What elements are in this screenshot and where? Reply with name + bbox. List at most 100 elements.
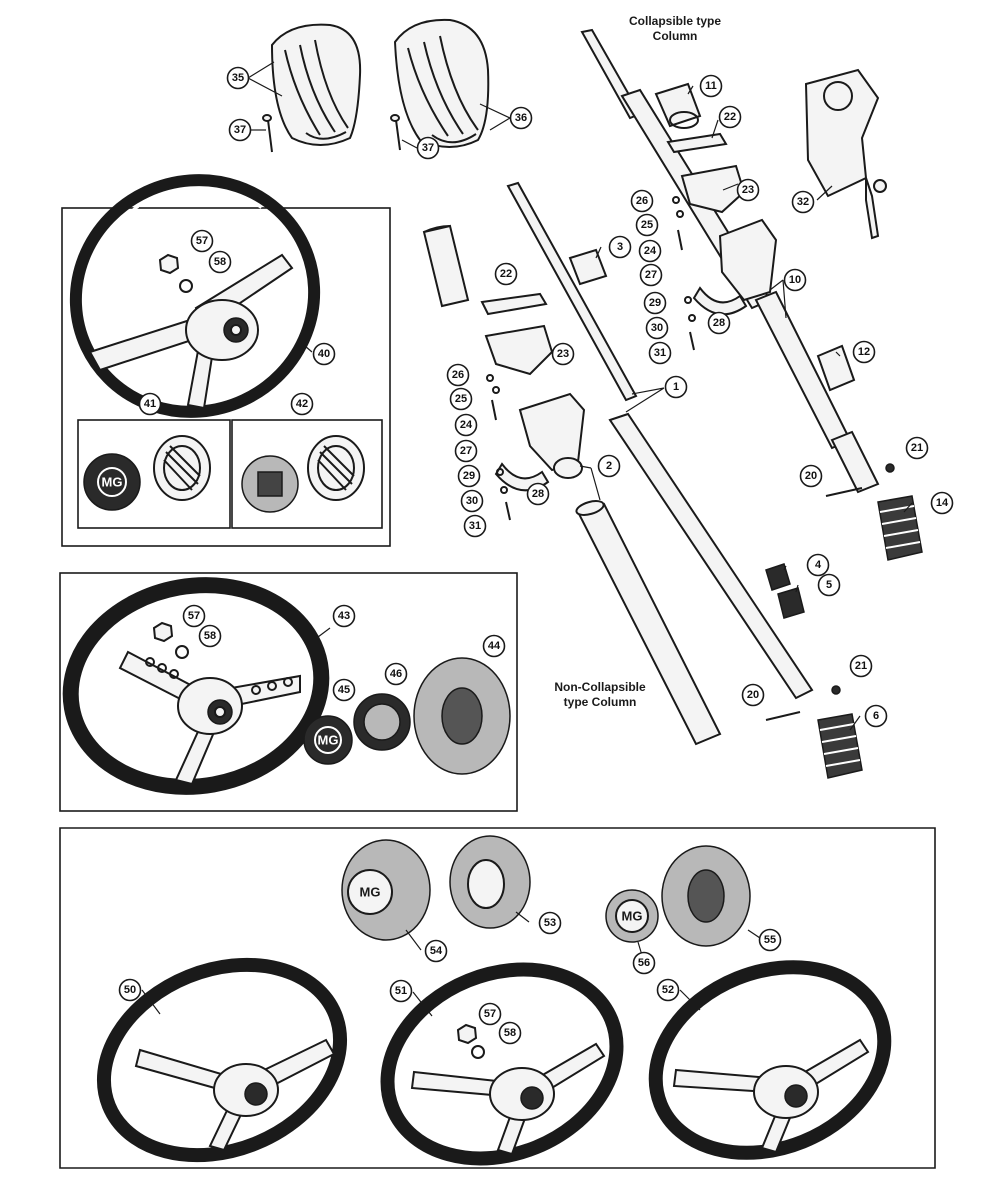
callout-22-right: 22 — [718, 105, 742, 129]
svg-text:20: 20 — [747, 689, 759, 701]
emblem-56: MG — [622, 909, 643, 924]
svg-text:31: 31 — [654, 347, 666, 359]
frame-late-wheels — [59, 827, 936, 1169]
inner-shaft-1 — [506, 181, 814, 700]
outer-tube-2 — [422, 224, 470, 308]
bracket-22-left — [480, 292, 548, 316]
washer-58-b — [175, 645, 189, 659]
svg-text:36: 36 — [515, 112, 527, 124]
callout-44: 44 — [482, 634, 506, 658]
callout-57-a: 57 — [190, 229, 214, 253]
nut-57-a — [158, 253, 180, 275]
callout-1: 1 — [664, 375, 688, 399]
svg-text:29: 29 — [463, 470, 475, 482]
svg-text:6: 6 — [873, 710, 879, 722]
callout-24-right: 24 — [638, 239, 662, 263]
callout-58-a: 58 — [208, 250, 232, 274]
hub-46 — [353, 693, 411, 751]
callout-6: 6 — [864, 704, 888, 728]
callout-12: 12 — [852, 340, 876, 364]
bush-12 — [816, 344, 856, 392]
svg-text:12: 12 — [858, 346, 870, 358]
svg-text:28: 28 — [532, 488, 544, 500]
hub-56: MG — [605, 889, 659, 943]
svg-text:42: 42 — [296, 398, 308, 410]
callout-58-b: 58 — [198, 624, 222, 648]
screw-37-left — [262, 114, 273, 153]
frame-hub-42 — [231, 419, 383, 529]
svg-text:2: 2 — [606, 460, 612, 472]
callout-10: 10 — [783, 268, 807, 292]
hub-41: MG — [83, 435, 211, 511]
svg-text:57: 57 — [196, 235, 208, 247]
callout-57-b: 57 — [182, 604, 206, 628]
svg-text:30: 30 — [466, 495, 478, 507]
bracket-23-right — [680, 164, 746, 214]
callout-23-right: 23 — [736, 178, 760, 202]
bush-3 — [568, 248, 608, 286]
callout-3: 3 — [608, 235, 632, 259]
boss-53 — [449, 835, 531, 929]
svg-text:23: 23 — [557, 348, 569, 360]
svg-text:25: 25 — [455, 393, 467, 405]
callout-56: 56 — [632, 951, 656, 975]
nut-21-a — [885, 463, 895, 473]
svg-text:11: 11 — [705, 80, 717, 92]
svg-text:35: 35 — [232, 72, 244, 84]
callout-40: 40 — [312, 342, 336, 366]
svg-text:24: 24 — [460, 419, 473, 431]
steering-wheel-40 — [69, 174, 321, 418]
callout-2: 2 — [597, 454, 621, 478]
nut-21-b — [831, 685, 841, 695]
svg-text:22: 22 — [500, 268, 512, 280]
steering-wheel-50 — [96, 957, 348, 1163]
caption-noncollapsible-line1: Non-Collapsible — [554, 680, 646, 694]
svg-text:41: 41 — [144, 398, 156, 410]
svg-text:53: 53 — [544, 917, 556, 929]
clamp-28-right — [692, 286, 748, 316]
callout-50: 50 — [118, 978, 142, 1002]
svg-text:45: 45 — [338, 684, 350, 696]
callout-30-left: 30 — [460, 489, 484, 513]
svg-text:58: 58 — [204, 630, 216, 642]
svg-text:31: 31 — [469, 520, 481, 532]
svg-text:21: 21 — [911, 442, 923, 454]
callout-43: 43 — [332, 604, 356, 628]
svg-text:57: 57 — [484, 1008, 496, 1020]
callout-57-c: 57 — [478, 1002, 502, 1026]
nut-57-c — [456, 1023, 478, 1045]
callout-5: 5 — [817, 573, 841, 597]
svg-text:40: 40 — [318, 348, 330, 360]
callout-25-right: 25 — [635, 213, 659, 237]
svg-text:55: 55 — [764, 934, 776, 946]
svg-text:37: 37 — [422, 142, 434, 154]
emblem-45: MG — [318, 733, 339, 748]
svg-text:4: 4 — [815, 559, 822, 571]
callout-31-right: 29 — [643, 291, 667, 315]
clamp-5 — [777, 587, 805, 619]
svg-text:29: 29 — [649, 297, 661, 309]
screw-37-right — [390, 114, 401, 151]
svg-text:30: 30 — [651, 322, 663, 334]
washer-58-c — [471, 1045, 485, 1059]
callout-26-left: 26 — [446, 363, 470, 387]
svg-text:52: 52 — [662, 984, 674, 996]
cowl-left — [270, 23, 362, 146]
svg-text:46: 46 — [390, 668, 402, 680]
bolt-20-a — [825, 487, 863, 497]
svg-text:54: 54 — [430, 945, 443, 957]
callout-27-left: 27 — [454, 439, 478, 463]
callout-23-left: 23 — [551, 342, 575, 366]
svg-text:5: 5 — [826, 579, 832, 591]
emblem-41: MG — [102, 475, 123, 490]
callout-54: 54 — [424, 939, 448, 963]
clamp-27-right — [718, 218, 778, 302]
callout-21-a: 21 — [905, 436, 929, 460]
callout-56-text: 56 — [638, 957, 650, 969]
nut-57-b — [152, 621, 174, 643]
callout-46: 46 — [384, 662, 408, 686]
callout-30-right: 30 — [645, 316, 669, 340]
callout-42: 42 — [290, 392, 314, 416]
callout-36: 36 — [509, 106, 533, 130]
hub-42 — [241, 435, 365, 513]
